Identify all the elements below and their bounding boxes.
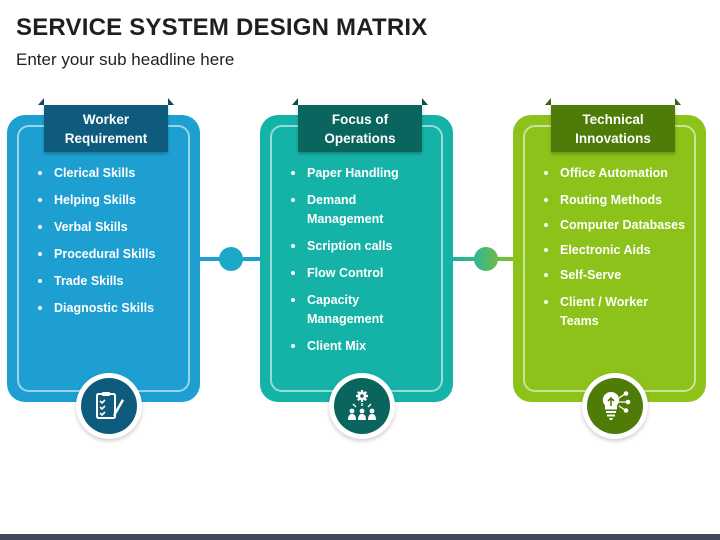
list-item: Client / Worker Teams — [544, 293, 654, 331]
bottom-bar — [0, 534, 720, 540]
list-item: Flow Control — [291, 264, 446, 283]
lightbulb-network-icon — [587, 378, 643, 434]
list-item: Procedural Skills — [38, 245, 188, 264]
icon-ring — [582, 373, 648, 439]
card-focus-of-operations — [260, 115, 453, 402]
tab-fold-right — [168, 98, 174, 105]
list-item: Trade Skills — [38, 272, 188, 291]
item-list: Clerical Skills Helping Skills Verbal Sk… — [38, 164, 188, 318]
page-subtitle: Enter your sub headline here — [16, 50, 235, 69]
list-item: Clerical Skills — [38, 164, 188, 183]
list-item: Diagnostic Skills — [38, 299, 188, 318]
list-item: Verbal Skills — [38, 218, 188, 237]
column-heading: Focus of Operations — [298, 105, 422, 152]
icon-ring — [76, 373, 142, 439]
list-item: Scription calls — [291, 237, 446, 256]
list-item: Paper Handling — [291, 164, 446, 183]
connector-dot-1 — [219, 247, 243, 271]
list-item: Self-Serve — [544, 266, 704, 285]
list-item: Computer Databases — [544, 216, 704, 235]
tab-fold-left — [38, 98, 44, 105]
list-item: Electronic Aids — [544, 241, 704, 260]
item-list: Paper Handling Demand Management Scripti… — [291, 164, 446, 356]
connector-dot-2 — [474, 247, 498, 271]
page-title: SERVICE SYSTEM DESIGN MATRIX — [16, 14, 428, 41]
list-item: Helping Skills — [38, 191, 188, 210]
tab-fold-right — [675, 98, 681, 105]
list-item: Routing Methods — [544, 191, 704, 210]
list-item: Demand Management — [291, 191, 391, 229]
list-item: Capacity Management — [291, 291, 391, 329]
item-list: Office Automation Routing Methods Comput… — [544, 164, 704, 331]
gear-team-icon — [334, 378, 390, 434]
list-item: Office Automation — [544, 164, 704, 183]
tab-fold-right — [422, 98, 428, 105]
tab-fold-left — [292, 98, 298, 105]
column-heading: Worker Requirement — [44, 105, 168, 152]
tab-fold-left — [545, 98, 551, 105]
column-heading: Technical Innovations — [551, 105, 675, 152]
icon-ring — [329, 373, 395, 439]
checklist-pencil-icon — [81, 378, 137, 434]
list-item: Client Mix — [291, 337, 446, 356]
